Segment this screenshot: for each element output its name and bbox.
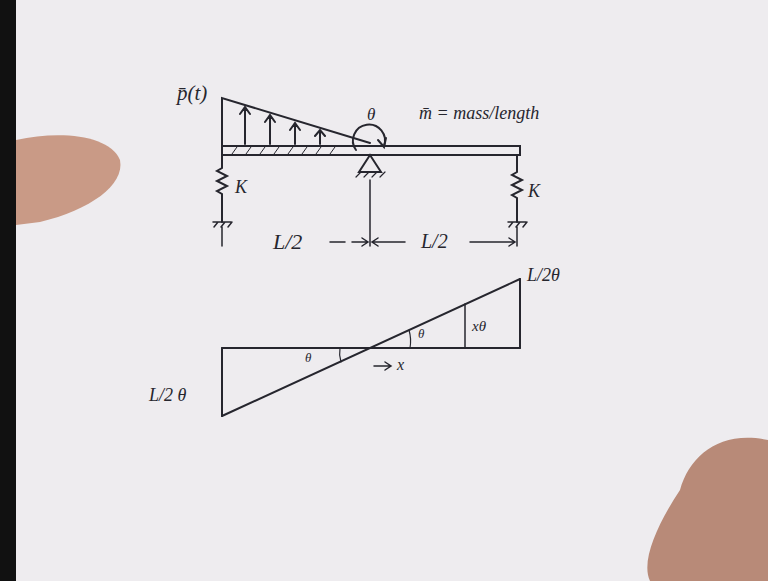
beam [222, 146, 520, 155]
label: L/2 θ [148, 386, 187, 406]
label: m̄ = mass/length [418, 104, 540, 124]
label: K [527, 182, 541, 202]
end-ordinate [519, 279, 521, 348]
x-arrow [374, 362, 391, 370]
label: xθ [471, 318, 487, 335]
label: L/2 [420, 230, 449, 252]
ground-hatch [356, 172, 385, 177]
rotated-line [222, 279, 520, 416]
label: L/2θ [526, 266, 561, 286]
label: θ [304, 351, 312, 365]
ordinate [464, 304, 466, 348]
paper [16, 0, 768, 581]
dimension-arrow [330, 238, 368, 246]
beam-hatch [232, 147, 335, 154]
rotation-arrow [353, 125, 385, 150]
hand [16, 135, 120, 225]
load-arrows [240, 107, 325, 144]
label: p̄(t) [176, 82, 208, 105]
spring [512, 155, 522, 222]
load-triangle [222, 98, 370, 146]
spring [217, 155, 227, 222]
pivot-support [359, 155, 381, 172]
label: x [396, 356, 405, 374]
label: θ [366, 106, 376, 125]
ground [213, 222, 232, 246]
label: K [234, 178, 248, 198]
arrowhead [378, 138, 386, 147]
hand [647, 438, 768, 581]
end-ordinate [221, 348, 223, 416]
dimension-tick [369, 180, 371, 246]
angle-arc [340, 348, 341, 362]
label: θ [417, 327, 425, 341]
angle-arc [409, 330, 411, 348]
label: L/2 [272, 230, 303, 254]
